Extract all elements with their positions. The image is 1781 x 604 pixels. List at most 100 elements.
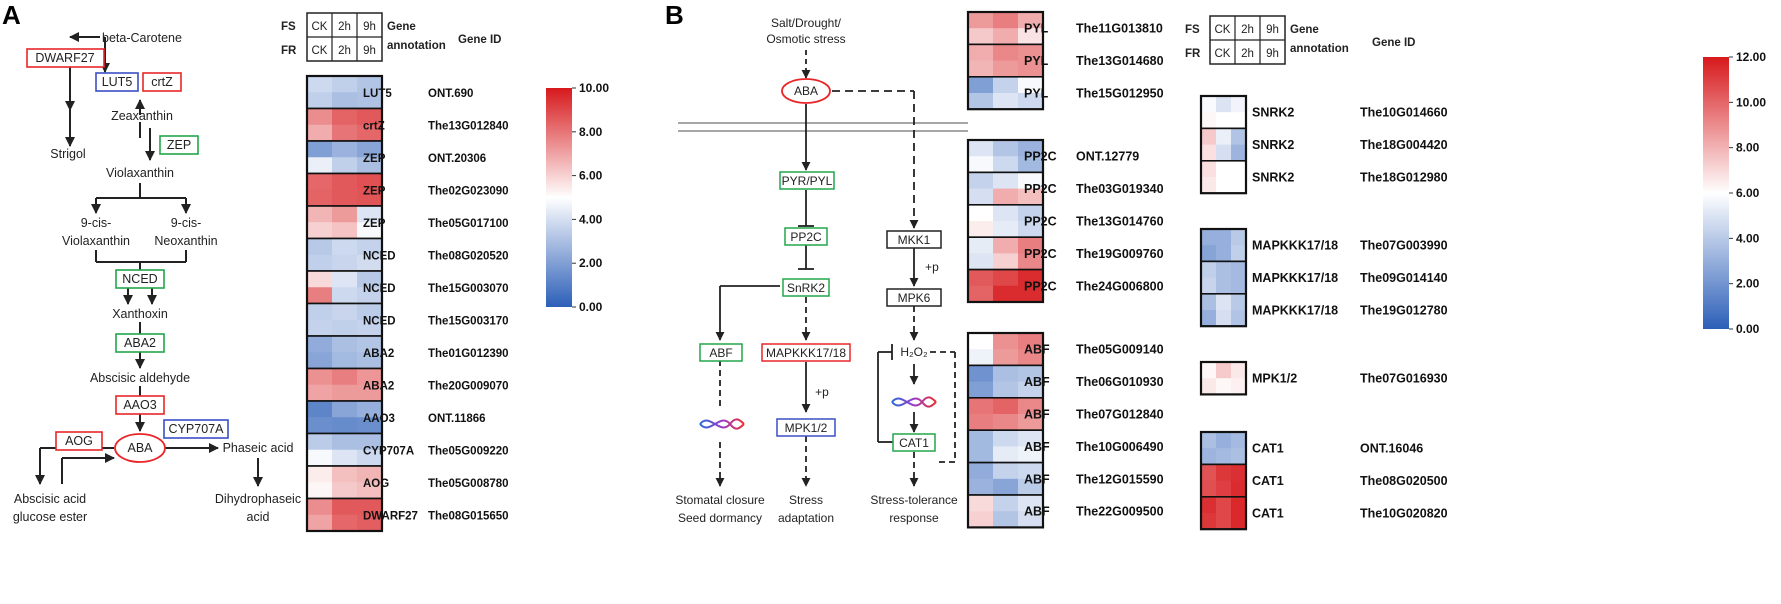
heatmap-cell (1018, 365, 1043, 382)
heatmap-cell (332, 417, 357, 434)
heatmap-cell (332, 498, 357, 516)
lut5-box (95, 72, 139, 92)
gene-annotation-label: PYL (1024, 54, 1049, 68)
heatmap-cell (1231, 310, 1246, 327)
h2-fr-b: 2h (1241, 48, 1254, 60)
cyp707a-box (163, 419, 229, 439)
h2-fs-b: 2h (1241, 24, 1254, 36)
heatmap-cell (968, 478, 993, 496)
heatmap-cell (307, 124, 332, 142)
colorbar-tick-label: 4.00 (579, 212, 603, 226)
colorbar-tick-label: 8.00 (579, 125, 603, 139)
heatmap-cell (332, 76, 357, 93)
heatmap-cell (993, 285, 1018, 303)
aao3-box (115, 395, 165, 415)
heatmap-cell (307, 222, 332, 239)
heatmap-cell (1201, 496, 1216, 514)
gene-label-b: Gene (1290, 24, 1319, 36)
heatmap-cell (968, 495, 993, 512)
heatmap-cell (1201, 362, 1216, 379)
heatmap-cell (1216, 362, 1231, 379)
heatmap-cell (1201, 293, 1216, 311)
heatmap-cell (357, 222, 382, 239)
heatmap-cell (307, 498, 332, 516)
ck-fr-b: CK (1215, 48, 1231, 60)
heatmap-cell (1231, 128, 1246, 145)
gene-id-label: The20G009070 (428, 380, 509, 392)
heatmap-cell (332, 238, 357, 256)
gene-id-label: ONT.11866 (428, 413, 486, 425)
heatmap-cell (307, 189, 332, 207)
heatmap-cell (968, 60, 993, 78)
heatmap-cell (993, 188, 1018, 206)
heatmap-cell (1018, 237, 1043, 254)
heatmap-cell (1018, 44, 1043, 61)
heatmap-group-border (1199, 227, 1248, 328)
heatmap-cell (1201, 229, 1216, 246)
heatmap-cell (1018, 285, 1043, 303)
heatmap-cell (1231, 229, 1246, 246)
heatmap-cell (1018, 12, 1043, 29)
heatmap-cell (993, 93, 1018, 110)
annotation-label-b: annotation (1290, 43, 1349, 55)
heatmap-cell (332, 319, 357, 337)
heatmap-cell (1018, 221, 1043, 238)
heatmap-cell (332, 336, 357, 353)
colorbar-tick-label: 10.00 (579, 81, 609, 95)
gene-annotation-label: ABF (1024, 375, 1050, 389)
heatmap-cell (968, 511, 993, 528)
heatmap-cell (1018, 156, 1043, 173)
aba-ellipse-a (114, 433, 166, 463)
dihydrophaseic-line2: acid (247, 510, 270, 524)
gene-annotation-label: PP2C (1024, 247, 1057, 261)
gene-annotation-label: LUT5 (363, 88, 392, 100)
cis-neoxanthin-line1: 9-cis- (171, 216, 202, 230)
gene-annotation-label: ZEP (363, 218, 386, 230)
abf-label-b: ABF (709, 346, 732, 360)
violaxanthin-label: Violaxanthin (106, 166, 174, 180)
heatmap-cell (1018, 204, 1043, 222)
panel-label-b: B (665, 0, 684, 30)
heatmap-cell (307, 303, 332, 321)
mpk12-box (776, 418, 836, 437)
gene-id-label: The15G003070 (428, 283, 509, 295)
heatmap-cell (993, 381, 1018, 399)
heatmap-group-border (1199, 430, 1248, 531)
mapkkk-box (761, 343, 851, 362)
abscisic-aldehyde-label: Abscisic aldehyde (90, 371, 190, 385)
heatmap-cell (1018, 188, 1043, 206)
heatmap-cell (332, 124, 357, 142)
outcome1-line1: Stomatal closure (675, 493, 765, 507)
heatmap-cell (357, 141, 382, 158)
gene-id-label: The05G009140 (1076, 343, 1164, 357)
heatmap-cell (1231, 177, 1246, 194)
pyr-label: PYR/PYL (782, 174, 833, 188)
ck-fr-a: CK (312, 45, 328, 57)
heatmap-cell (1216, 144, 1231, 162)
gene-annotation-label: ABF (1024, 472, 1050, 486)
colorbar-tick-label: 0.00 (579, 300, 603, 314)
heatmap-cell (307, 401, 332, 418)
heatmap-cell (1231, 378, 1246, 395)
zeaxanthin-label: Zeaxanthin (111, 109, 173, 123)
heatmap-cell (1216, 229, 1231, 246)
gene-id-label: The10G020820 (1360, 507, 1448, 521)
gene-id-label: The15G003170 (428, 315, 509, 327)
h9-fr-b: 9h (1266, 48, 1279, 60)
heatmap-cell (1018, 462, 1043, 480)
beta-carotene-label: beta-Carotene (102, 31, 182, 45)
gene-id-label: The03G019340 (1076, 182, 1164, 196)
heatmap-cell (1231, 112, 1246, 129)
heatmap-cell (332, 303, 357, 321)
gene-label-a: Gene (387, 21, 416, 33)
colorbar-tick-label: 10.00 (1736, 95, 1766, 109)
phaseic-acid-label: Phaseic acid (223, 441, 294, 455)
nced-box (115, 269, 165, 289)
colorbar-tick-label: 6.00 (1736, 186, 1760, 200)
heatmap-cell (1231, 96, 1246, 113)
stress-line1: Salt/Drought/ (771, 16, 842, 30)
heatmap-cell (968, 269, 993, 287)
heatmap-cell (968, 204, 993, 222)
gene-id-label: The12G015590 (1076, 472, 1164, 486)
fr-label-a: FR (281, 45, 297, 57)
